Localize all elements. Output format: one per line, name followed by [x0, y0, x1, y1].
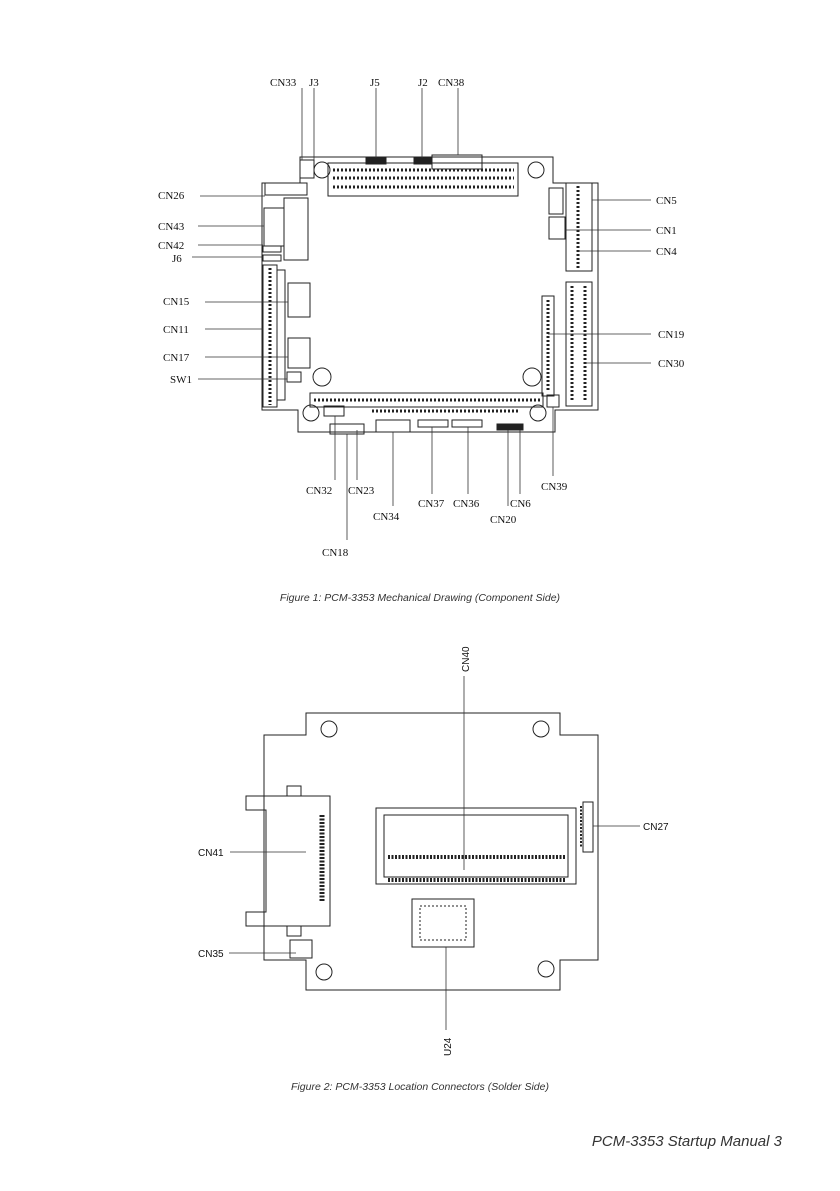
label-j5: J5	[370, 77, 380, 89]
mount-hole-top-right	[527, 161, 545, 179]
label-cn17: CN17	[163, 352, 190, 364]
label-cn18: CN18	[322, 547, 349, 559]
bottom-pin-header	[309, 392, 544, 408]
top-pin-rows	[333, 168, 514, 189]
label-cn15: CN15	[163, 296, 190, 308]
cn5-connector	[565, 182, 593, 272]
label-cn32: CN32	[306, 485, 332, 497]
mount-hole-top-left	[313, 161, 331, 179]
mount-hole-bottom-left	[302, 404, 320, 422]
cn38-connector	[431, 154, 483, 170]
left-inner-header	[276, 269, 286, 401]
label-cn38: CN38	[438, 77, 465, 89]
right-small-block	[548, 187, 564, 215]
label-cn4: CN4	[656, 246, 677, 258]
figure1-labels: CN33 J3 J5 J2 CN38 CN26 CN43 CN42 J6 CN1…	[158, 77, 685, 559]
mount-hole-mid-right	[522, 367, 542, 387]
label-cn39: CN39	[541, 481, 568, 493]
figure1-caption: Figure 1: PCM-3353 Mechanical Drawing (C…	[279, 592, 561, 604]
label-cn34: CN34	[373, 511, 400, 523]
cn19-connector	[541, 295, 555, 397]
label-cn19: CN19	[658, 329, 685, 341]
label-cn37: CN37	[418, 498, 445, 510]
cn43-connector	[263, 207, 285, 247]
figure1-component-side	[192, 88, 651, 540]
figure2-solder-side	[229, 676, 640, 1030]
cn37-connector	[417, 419, 449, 428]
cn30-connector	[565, 281, 593, 407]
figure2-leaders	[229, 676, 640, 1030]
label-cn33: CN33	[270, 77, 297, 89]
board-outline-solder	[263, 712, 599, 991]
label-cn5: CN5	[656, 195, 677, 207]
label-cn35: CN35	[198, 949, 224, 960]
solder-hole-top-right	[532, 720, 550, 738]
label-j3: J3	[309, 77, 319, 89]
cn42-connector	[262, 245, 282, 253]
label-cn40: CN40	[461, 646, 472, 672]
label-sw1: SW1	[170, 374, 192, 386]
label-cn43: CN43	[158, 221, 185, 233]
cn33-connector	[299, 159, 315, 179]
cn35-connector	[289, 939, 313, 959]
cn17-connector	[287, 337, 311, 369]
label-cn23: CN23	[348, 485, 375, 497]
cn36-connector	[451, 419, 483, 428]
label-j6: J6	[172, 253, 182, 265]
label-cn27: CN27	[643, 822, 669, 833]
solder-hole-bottom-right	[537, 960, 555, 978]
j2-connector	[413, 157, 433, 165]
mount-hole-bottom-right	[529, 404, 547, 422]
board-outline-component	[261, 156, 599, 433]
cn34-connector	[375, 419, 411, 433]
label-cn1: CN1	[656, 225, 677, 237]
cn41-cf-socket	[245, 795, 331, 927]
cn40-sodimm-socket	[375, 807, 577, 885]
cn32-connector	[323, 405, 345, 417]
figure1-leaders	[192, 88, 651, 540]
u24-chip	[411, 898, 475, 948]
mount-hole-mid-left	[312, 367, 332, 387]
figure2-caption: Figure 2: PCM-3353 Location Connectors (…	[291, 1081, 549, 1093]
figure2-labels: CN40 CN41 CN27 CN35 U24	[198, 646, 669, 1056]
left-ic	[283, 197, 309, 261]
label-cn26: CN26	[158, 190, 185, 202]
label-cn30: CN30	[658, 358, 685, 370]
page-footer: PCM-3353 Startup Manual 3	[591, 1133, 782, 1150]
label-cn11: CN11	[163, 324, 189, 336]
cn26-connector	[264, 182, 308, 196]
label-cn20: CN20	[490, 514, 517, 526]
label-cn36: CN36	[453, 498, 480, 510]
cn15-connector	[287, 282, 311, 318]
cn27-connector	[582, 801, 594, 853]
label-j2: J2	[418, 77, 428, 89]
j6-connector	[262, 254, 282, 262]
label-cn6: CN6	[510, 498, 531, 510]
label-u24: U24	[443, 1037, 454, 1056]
label-cn41: CN41	[198, 848, 224, 859]
solder-hole-top-left	[320, 720, 338, 738]
sw1-switch	[286, 371, 302, 383]
j5-connector	[365, 157, 387, 165]
cn39-connector	[546, 394, 560, 408]
solder-hole-bottom-left	[315, 963, 333, 981]
cn1-connector	[548, 216, 566, 240]
label-cn42: CN42	[158, 240, 184, 252]
cn20-connector	[496, 423, 524, 431]
